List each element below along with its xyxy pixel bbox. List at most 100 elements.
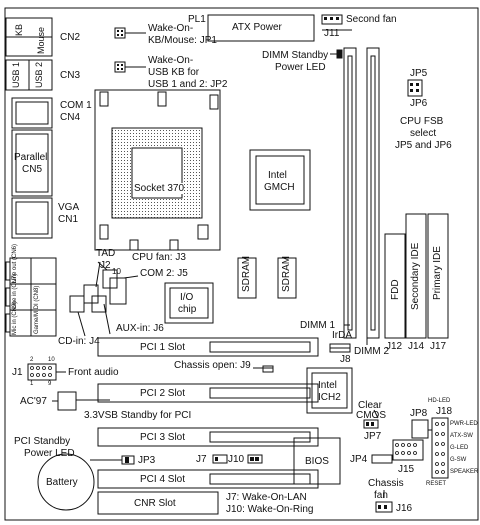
fdd-connector [384,233,406,339]
mic-in-label: Mic in (CN9) [12,301,18,335]
pin-10-label: 10 [48,357,55,363]
j10-label: J10 [228,454,245,465]
g-led-label: G-LED [450,445,469,451]
irda-label-1: IrDA [332,330,352,341]
pci-led-label-2: Power LED [24,448,75,459]
bios-label: BIOS [305,456,329,467]
usb1-label: USB 1 [11,61,21,88]
pwr-led-label: PWR-LED [450,421,478,427]
cd-in-label: CD-in: J4 [58,336,100,347]
cn5-label: CN5 [22,164,43,175]
jp4-label: JP4 [350,454,368,465]
fdd-label: FDD [390,279,401,300]
j18-front-panel [431,417,449,479]
io-chip [164,282,214,324]
intel-ich2-chip [306,367,353,414]
secondary-ide-label: Secondary IDE [410,242,421,310]
j10-header [247,454,263,464]
sdram-chip-1 [237,257,257,299]
sdram-label-1: SDRAM [241,255,252,292]
gmch-label-2: GMCH [264,182,295,193]
cpu-fan-label: CPU fan: J3 [132,252,186,263]
atx-power-connector [207,14,315,42]
primary-ide-connector [427,213,449,339]
pci-slot-4 [97,469,319,489]
parallel-connector [11,129,53,197]
gmch-label-1: Intel [268,170,287,181]
pci-slot-3 [97,427,319,447]
usb2-label: USB 2 [34,61,44,88]
dimm-led-label-2: Power LED [275,62,326,73]
cnr-slot [97,491,219,515]
ac97-codec [57,391,77,411]
jp1-jumper [114,27,126,39]
pin-10-com2: 10 [112,267,121,276]
parallel-label: Parallel [14,152,48,163]
dimm-led-label-1: DIMM Standby [262,50,329,61]
pl1-label: PL1 [188,14,206,25]
jp5-label: JP5 [410,68,428,79]
cnr-label: CNR Slot [134,498,176,509]
j11-second-fan [321,14,343,25]
ich2-label-2: ICH2 [318,392,341,403]
cn1-label: CN1 [58,214,79,225]
pin-9-label: 9 [48,381,52,387]
j7-label: J7 [196,454,207,465]
speaker-label: SPEAKER [450,469,479,475]
j15-label: J15 [398,464,415,475]
ac97-label: AC'97 [20,396,47,407]
front-audio-label: Front audio [68,367,119,378]
second-fan-label: Second fan [346,14,397,25]
com1-label: COM 1 [60,100,92,111]
com1-connector [11,97,53,129]
j10-desc-label: J10: Wake-On-Ring [226,504,314,515]
vga-label: VGA [58,202,80,213]
clear-cmos-label-2: CMOS [356,410,386,421]
chassis-fan-j16 [375,501,393,513]
clear-cmos-label-1: Clear [358,400,382,411]
vsb-label: 3.3VSB Standby for PCI [84,410,192,421]
pci-led-label-1: PCI Standby [14,436,71,447]
j1-label: J1 [12,367,23,378]
j16-label: J16 [396,503,413,514]
pci-slot-2 [97,383,319,403]
cn3-label: CN3 [60,70,81,81]
cd-in-j4 [69,295,85,313]
io-label-1: I/O [180,292,194,303]
wake-usb-label-2: USB KB for [148,67,200,78]
j2-label: J2 [100,260,111,271]
atx-sw-label: ATX-SW [450,433,473,439]
com2-label: COM 2: J5 [140,268,188,279]
cn2-label: CN2 [60,32,81,43]
jp6-label: JP6 [410,98,428,109]
socket-370 [94,89,221,251]
j11-label: J11 [324,28,340,39]
j17-label: J17 [430,341,447,352]
fsb-label-2: select [410,128,437,139]
bios-chip [293,437,341,485]
chassis-fan-label-2: fan [374,490,388,501]
pci-slot-1 [97,337,319,357]
intel-gmch-chip [249,149,311,211]
game-midi-label: Game/MIDI (CN8) [34,285,40,334]
battery [37,453,95,511]
wake-kb-label-2: KB/Mouse: JP1 [148,35,217,46]
j15-header [392,439,424,461]
chassis-fan-label-1: Chassis [368,478,404,489]
jp7-jumper [363,419,379,429]
board-outline [4,7,479,521]
io-label-2: chip [178,304,197,315]
battery-label: Battery [46,477,78,488]
dimm-slot-1 [343,47,357,339]
pci4-label: PCI 4 Slot [140,474,186,485]
kb-label: KB [14,23,24,36]
atx-power-label: ATX Power [232,22,282,33]
mouse-label: Mouse [36,26,46,54]
j18-label: J18 [436,406,453,417]
pci1-label: PCI 1 Slot [140,342,186,353]
jp5-jp6-jumpers [407,79,423,97]
wake-usb-label-1: Wake-On- [148,55,194,66]
aux-in-j6 [91,295,107,313]
fsb-label-1: CPU FSB [400,116,444,127]
